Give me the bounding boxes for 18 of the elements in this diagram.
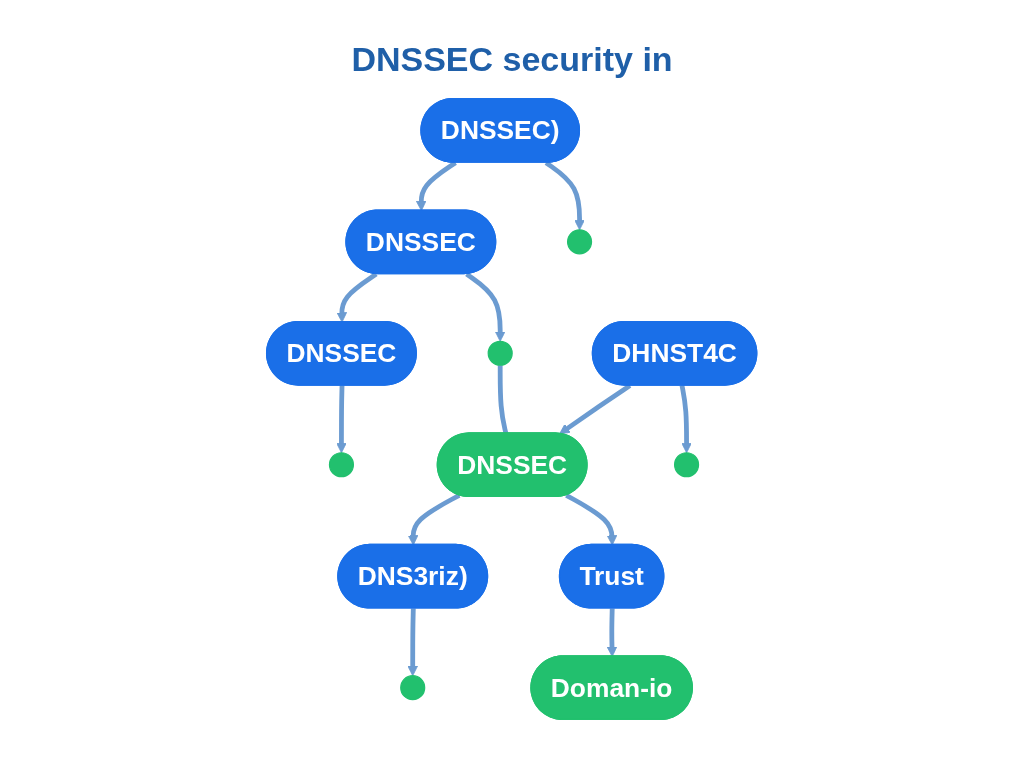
node-circle [567, 229, 593, 255]
node-circle [487, 340, 514, 366]
arrow [336, 272, 378, 323]
node-circle [329, 452, 355, 478]
node-circle [400, 675, 426, 701]
arrow [336, 385, 348, 454]
arrow [408, 493, 461, 546]
arrow [607, 608, 618, 657]
arrow [416, 160, 458, 212]
arrow [559, 383, 632, 435]
arrow [545, 160, 586, 231]
node-circle [674, 452, 700, 478]
arrow [407, 608, 419, 677]
flowchart: DNSSEC) DNSSEC DNSSEC DHNST4C DNSSEC DNS3riz) Trust Doman-io [257, 89, 767, 729]
arrow [565, 493, 618, 546]
title: DNSSEC security in [350, 40, 674, 79]
arrow [680, 385, 693, 454]
arrow [465, 272, 506, 342]
